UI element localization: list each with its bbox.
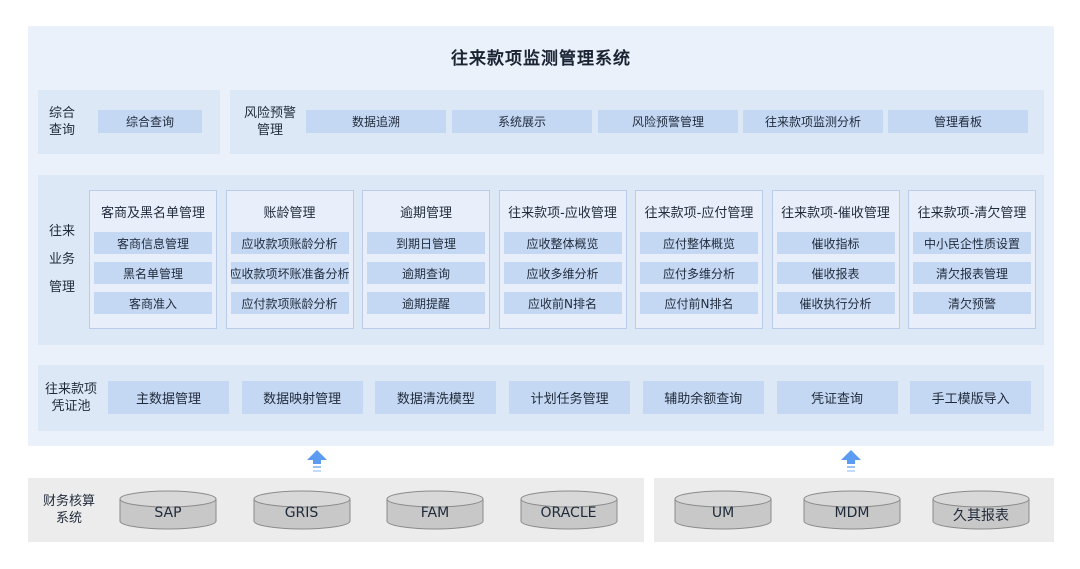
module-item-button[interactable]: 催收报表 [776,262,895,284]
voucher-item-button[interactable]: 辅助余额查询 [642,381,764,414]
module-item-button[interactable]: 应收款项坏账准备分析 [230,262,349,284]
database-label: ORACLE [540,505,597,521]
module-title: 客商及黑名单管理 [100,206,205,221]
module-item-button[interactable]: 应收多维分析 [503,262,622,284]
module-item-button[interactable]: 催收指标 [776,232,895,254]
database-label: SAP [154,505,182,521]
module-item-button[interactable]: 应收整体概览 [503,232,622,254]
risk-chip-analysis[interactable]: 往来款项监测分析 [743,110,883,133]
module-title: 往来款项-清欠管理 [917,206,1027,221]
module-title: 账龄管理 [263,206,316,221]
module-item-button[interactable]: 客商信息管理 [94,232,212,254]
module-item-button[interactable]: 中小民企性质设置 [913,232,1031,254]
risk-chip-warning[interactable]: 风险预警管理 [598,110,738,133]
risk-chip-dashboard[interactable]: 管理看板 [888,110,1028,133]
voucher-item-button[interactable]: 数据清洗模型 [375,381,497,414]
module-item-button[interactable]: 催收执行分析 [776,292,895,314]
module-item-button[interactable]: 清欠报表管理 [913,262,1031,284]
module-title: 往来款项-催收管理 [781,206,890,221]
module-item-button[interactable]: 逾期提醒 [367,292,485,314]
module-title: 往来款项-应收管理 [508,206,617,221]
module-item-button[interactable]: 清欠预警 [913,292,1031,314]
module-item-button[interactable]: 黑名单管理 [94,262,212,284]
database-label: 久其报表 [953,508,1009,524]
module-item-button[interactable]: 应收款项账龄分析 [230,232,349,254]
voucher-item-button[interactable]: 手工模版导入 [910,381,1032,414]
query-label: 综合 查询 [48,106,75,138]
database-icon [803,490,901,530]
system-title: 往来款项监测管理系统 [451,49,631,69]
risk-label: 风险预警 管理 [243,106,296,138]
database-icon [932,490,1030,530]
module-item-button[interactable]: 逾期查询 [367,262,485,284]
module-item-button[interactable]: 应付整体概览 [640,232,758,254]
database-label: GRIS [284,505,319,521]
business-label-text: 往来 业务 管理 [48,224,75,295]
voucher-item-button[interactable]: 计划任务管理 [509,381,631,414]
database-label: MDM [834,505,870,521]
arrow-up-icon [307,450,327,472]
module-title: 往来款项-应付管理 [644,206,754,221]
risk-chip-trace[interactable]: 数据追溯 [306,110,446,133]
module-item-button[interactable]: 客商准入 [94,292,212,314]
module-item-button[interactable]: 应付款项账龄分析 [230,292,349,314]
database-icon [119,490,217,530]
module-item-button[interactable]: 应付多维分析 [640,262,758,284]
voucher-item-button[interactable]: 数据映射管理 [241,381,363,414]
risk-chip-display[interactable]: 系统展示 [452,110,592,133]
module-title: 逾期管理 [399,206,452,221]
module-item-button[interactable]: 应付前N排名 [640,292,758,314]
arrow-up-icon [841,450,861,472]
database-icon [674,490,772,530]
query-chip[interactable]: 综合查询 [98,110,202,133]
voucher-item-button[interactable]: 凭证查询 [776,381,898,414]
finance-label: 财务核算 系统 [42,494,95,526]
database-label: FAM [420,505,450,521]
business-label: 往来 业务 管理 [42,215,82,305]
database-icon [253,490,350,530]
database-icon [386,490,484,530]
module-item-button[interactable]: 应收前N排名 [503,292,622,314]
module-item-button[interactable]: 到期日管理 [367,232,485,254]
voucher-label: 往来款项 凭证池 [44,382,97,414]
database-icon [520,490,617,530]
database-label: UM [711,505,735,521]
voucher-item-button[interactable]: 主数据管理 [108,381,229,414]
